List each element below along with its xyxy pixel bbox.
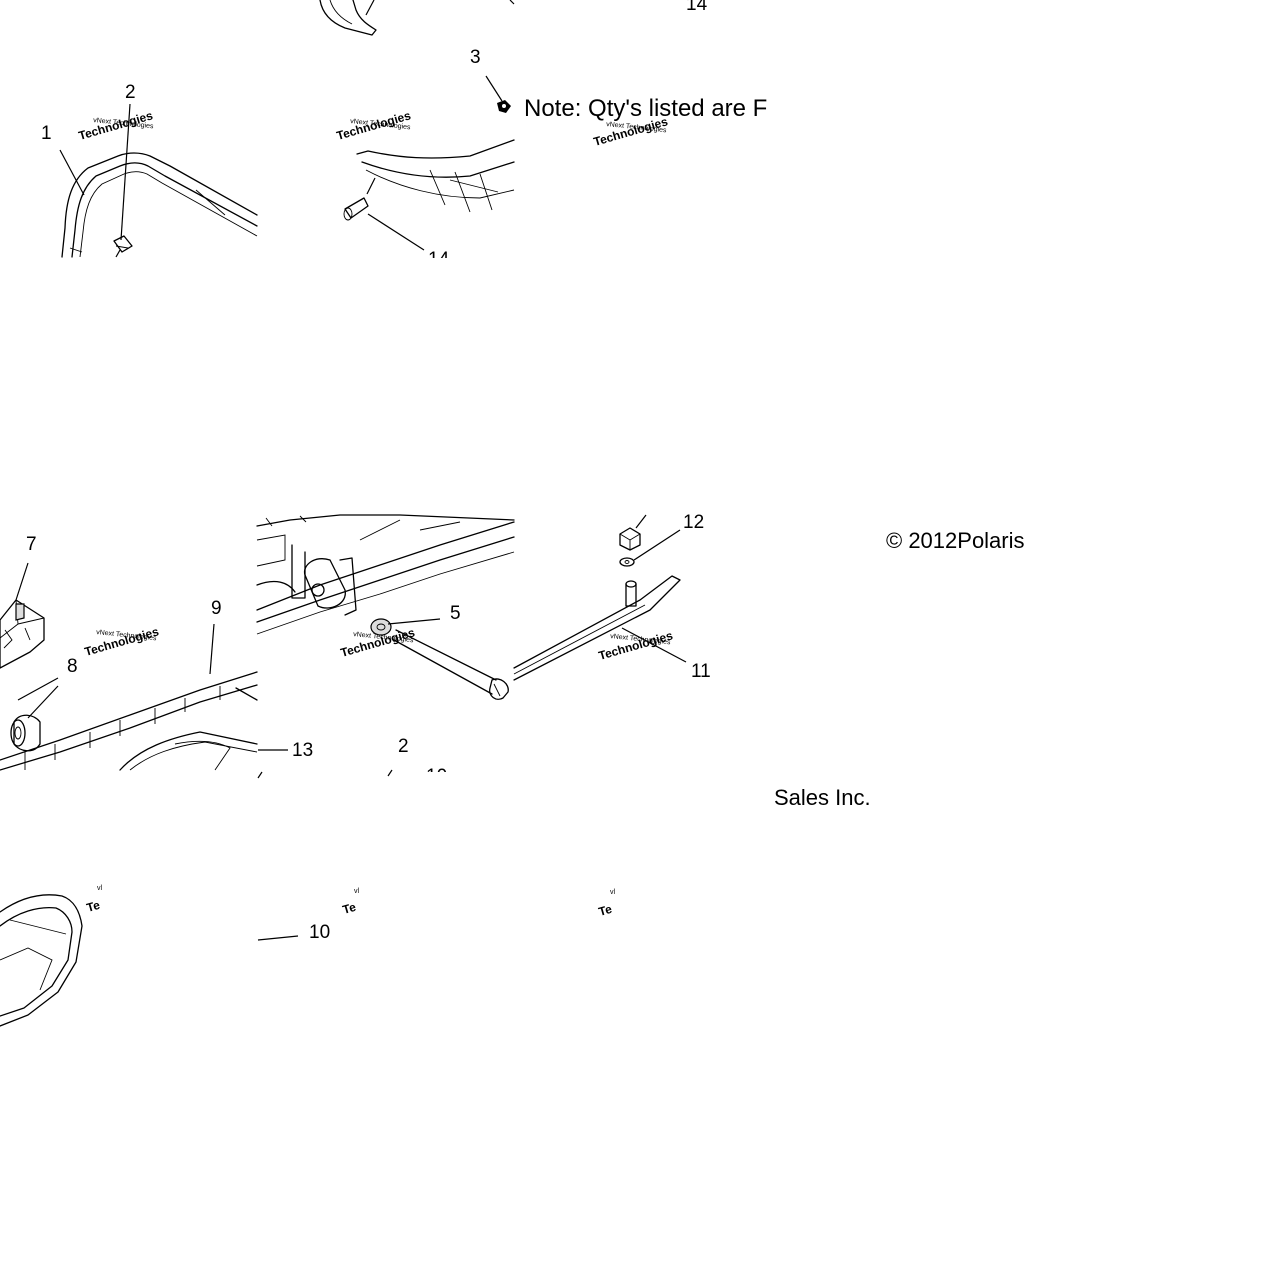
frame-center-section xyxy=(256,514,515,635)
part-7-block xyxy=(0,599,45,669)
part-3-nut xyxy=(497,100,511,113)
top-leaders xyxy=(59,75,503,251)
footrest-top-right xyxy=(356,139,515,213)
watermark-tiny: vl xyxy=(610,889,616,896)
callout-label: 12 xyxy=(683,512,704,533)
callout-label: 2 xyxy=(398,736,409,757)
callout-label: 8 xyxy=(67,656,78,677)
copyright-text: © 2012Polaris xyxy=(886,528,1025,553)
callout-label: 2 xyxy=(125,82,136,103)
part-1-bumper-bar xyxy=(61,152,258,258)
watermark-tiny-large: Te xyxy=(85,898,102,915)
callout-label: 1 xyxy=(41,123,52,144)
watermark-tiny-large: Te xyxy=(597,902,614,919)
callout-label: 9 xyxy=(211,598,222,619)
part-11-rod xyxy=(513,575,681,681)
callout-label: 7 xyxy=(26,534,37,555)
part-8-bushing xyxy=(10,714,41,752)
watermark-tiny: vl xyxy=(354,888,360,895)
callout-label: 3 xyxy=(470,47,481,68)
tile-mask xyxy=(771,90,831,130)
quantity-note: Note: Qty's listed are F xyxy=(524,95,767,122)
bottom-leader xyxy=(257,935,299,941)
seat-fragment xyxy=(0,894,83,1027)
middle-leaders xyxy=(15,514,687,779)
callout-label: 10 xyxy=(309,922,330,943)
callout-label: 14 xyxy=(686,0,708,15)
callout-label: 13 xyxy=(292,740,313,761)
watermarks: Technologies vNext Technologies Technolo… xyxy=(77,108,675,919)
tile-mask xyxy=(0,258,700,280)
part-9-frame-rail xyxy=(0,671,258,771)
tile-mask xyxy=(400,772,520,792)
watermark-tiny-large: Te xyxy=(341,900,358,917)
part-5-bolt xyxy=(370,618,509,700)
callout-label: 11 xyxy=(691,661,711,682)
part-14-rivet xyxy=(343,197,369,221)
callout-label: 5 xyxy=(450,603,461,624)
company-name: Sales Inc. xyxy=(774,785,871,810)
part-2-fastener xyxy=(113,235,133,258)
watermark-tiny: vl xyxy=(97,885,103,892)
part-12-nut-washer xyxy=(619,527,641,567)
top-bumper-fragment xyxy=(319,0,515,36)
